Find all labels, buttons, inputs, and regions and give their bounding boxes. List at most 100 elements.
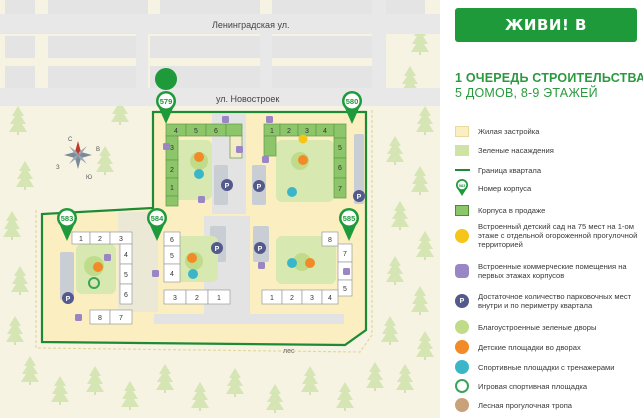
svg-text:5: 5 <box>194 128 198 135</box>
kindergarten-icon <box>454 228 470 244</box>
surrounding-blocks <box>5 0 425 88</box>
phase-title: 1 ОЧЕРЕДЬ СТРОИТЕЛЬСТВА <box>455 71 643 85</box>
building-pins[interactable]: 579 580 583 584 585 <box>57 68 362 241</box>
svg-text:З: З <box>56 165 60 171</box>
svg-text:4: 4 <box>170 271 174 278</box>
pin-585[interactable]: 585 <box>339 208 359 241</box>
on-sale-swatch-icon <box>454 202 470 218</box>
svg-text:5: 5 <box>170 253 174 260</box>
svg-text:2: 2 <box>290 295 294 302</box>
svg-text:P: P <box>215 246 220 253</box>
svg-text:580: 580 <box>346 97 359 106</box>
svg-text:2: 2 <box>170 167 174 174</box>
svg-text:3: 3 <box>305 128 309 135</box>
shop-icon <box>454 263 470 279</box>
boundary-line-icon <box>454 162 470 178</box>
forest-trail <box>35 110 373 353</box>
sports-icon <box>454 359 470 375</box>
svg-text:585: 585 <box>343 214 356 223</box>
svg-text:3: 3 <box>310 295 314 302</box>
svg-text:584: 584 <box>151 214 164 223</box>
parking-icons: P P P P P P <box>62 179 365 304</box>
svg-text:5: 5 <box>338 145 342 152</box>
legend-item-green: Зеленые насаждения <box>454 142 642 158</box>
legend-item-parking: P Достаточное количество парковочных мес… <box>454 292 642 310</box>
yard-icon <box>454 319 470 335</box>
building-583-numbers: 1 2 3 4 5 6 8 7 <box>79 236 128 322</box>
svg-text:3: 3 <box>119 236 123 243</box>
kindergarten-icon-map <box>298 134 308 144</box>
svg-text:2: 2 <box>287 128 291 135</box>
street-label-leningradskaya: Ленинградская ул. <box>212 20 290 30</box>
legend-item-residential: Жилая застройка <box>454 123 642 139</box>
svg-text:Ю: Ю <box>86 175 92 181</box>
compass-icon: С В З Ю <box>56 137 100 181</box>
shop-icons <box>75 116 350 321</box>
svg-text:С: С <box>68 137 73 143</box>
quarter-boundary <box>40 110 368 347</box>
svg-text:4: 4 <box>328 295 332 302</box>
pin-579[interactable]: 579 <box>155 68 177 124</box>
svg-text:7: 7 <box>338 186 342 193</box>
phase-subtitle: 5 ДОМОВ, 8-9 ЭТАЖЕЙ <box>455 86 598 100</box>
svg-text:3: 3 <box>170 145 174 152</box>
building-583-sections[interactable] <box>71 231 133 325</box>
svg-text:6: 6 <box>338 165 342 172</box>
legend-item-playground: Детские площадки во дворах <box>454 339 642 355</box>
legend-item-trail: Лесная прогулочная тропа <box>454 397 642 413</box>
svg-text:1: 1 <box>170 185 174 192</box>
svg-text:8: 8 <box>98 315 102 322</box>
svg-text:7: 7 <box>119 315 123 322</box>
svg-text:5: 5 <box>124 272 128 279</box>
playground-icons <box>93 152 315 272</box>
brand-logo: ЖИВИ! В КУРОРТНОМ <box>455 8 637 68</box>
legend-item-game-field: Игровая спортивная площадка <box>454 378 642 394</box>
trail-icon <box>454 397 470 413</box>
legend-item-yard: Благоустроенные зеленые дворы <box>454 319 642 335</box>
svg-text:1: 1 <box>270 295 274 302</box>
svg-text:583: 583 <box>61 214 74 223</box>
building-580-numbers: 1 2 3 4 5 6 7 <box>270 128 342 193</box>
svg-text:6: 6 <box>124 292 128 299</box>
legend-item-on-sale: Корпуса в продаже <box>454 202 642 218</box>
svg-text:579: 579 <box>160 97 173 106</box>
parking-icon: P <box>454 293 470 309</box>
svg-text:4: 4 <box>174 128 178 135</box>
pin-584[interactable]: 584 <box>147 208 167 241</box>
sports-icons <box>188 169 297 279</box>
building-579-sections[interactable] <box>165 123 243 207</box>
streets <box>0 0 440 106</box>
building-585-sections[interactable] <box>261 231 353 305</box>
legend-item-boundary: Граница квартала <box>454 162 642 178</box>
svg-text:P: P <box>66 296 71 303</box>
svg-text:1: 1 <box>217 295 221 302</box>
svg-text:4: 4 <box>323 128 327 135</box>
pin-icon: 583 <box>454 179 470 196</box>
legend-item-kindergarten: Встроенный детский сад на 75 мест на 1-о… <box>454 222 642 249</box>
svg-text:6: 6 <box>170 237 174 244</box>
svg-text:P: P <box>258 246 263 253</box>
pin-580[interactable]: 580 <box>342 91 362 124</box>
svg-text:P: P <box>357 194 362 201</box>
playground-icon <box>454 339 470 355</box>
svg-text:8: 8 <box>328 237 332 244</box>
legend-item-sports: Спортивные площадки с тренажерами <box>454 359 642 375</box>
legend-panel: ЖИВИ! В КУРОРТНОМ 1 ОЧЕРЕДЬ СТРОИТЕЛЬСТВ… <box>440 0 643 418</box>
residential-swatch-icon <box>454 123 470 139</box>
svg-text:1: 1 <box>270 128 274 135</box>
legend-item-pin: 583 Номер корпуса <box>454 179 642 196</box>
pin-583[interactable]: 583 <box>57 208 77 241</box>
svg-text:583: 583 <box>459 183 466 188</box>
svg-text:5: 5 <box>343 286 347 293</box>
legend-item-shop: Встроенные коммерческие помещения на пер… <box>454 262 642 280</box>
svg-text:P: P <box>257 184 262 191</box>
building-580-sections[interactable] <box>263 123 347 199</box>
site-plan-map: 4 5 6 3 2 1 1 2 3 4 5 6 7 <box>0 0 440 413</box>
building-584-sections[interactable] <box>163 231 231 305</box>
svg-text:6: 6 <box>214 128 218 135</box>
street-label-novostroek: ул. Новостроек <box>216 94 279 104</box>
building-584-numbers: 6 5 4 3 2 1 <box>170 237 221 302</box>
svg-text:2: 2 <box>98 236 102 243</box>
svg-text:P: P <box>225 183 230 190</box>
building-579-numbers: 4 5 6 3 2 1 <box>170 128 218 192</box>
